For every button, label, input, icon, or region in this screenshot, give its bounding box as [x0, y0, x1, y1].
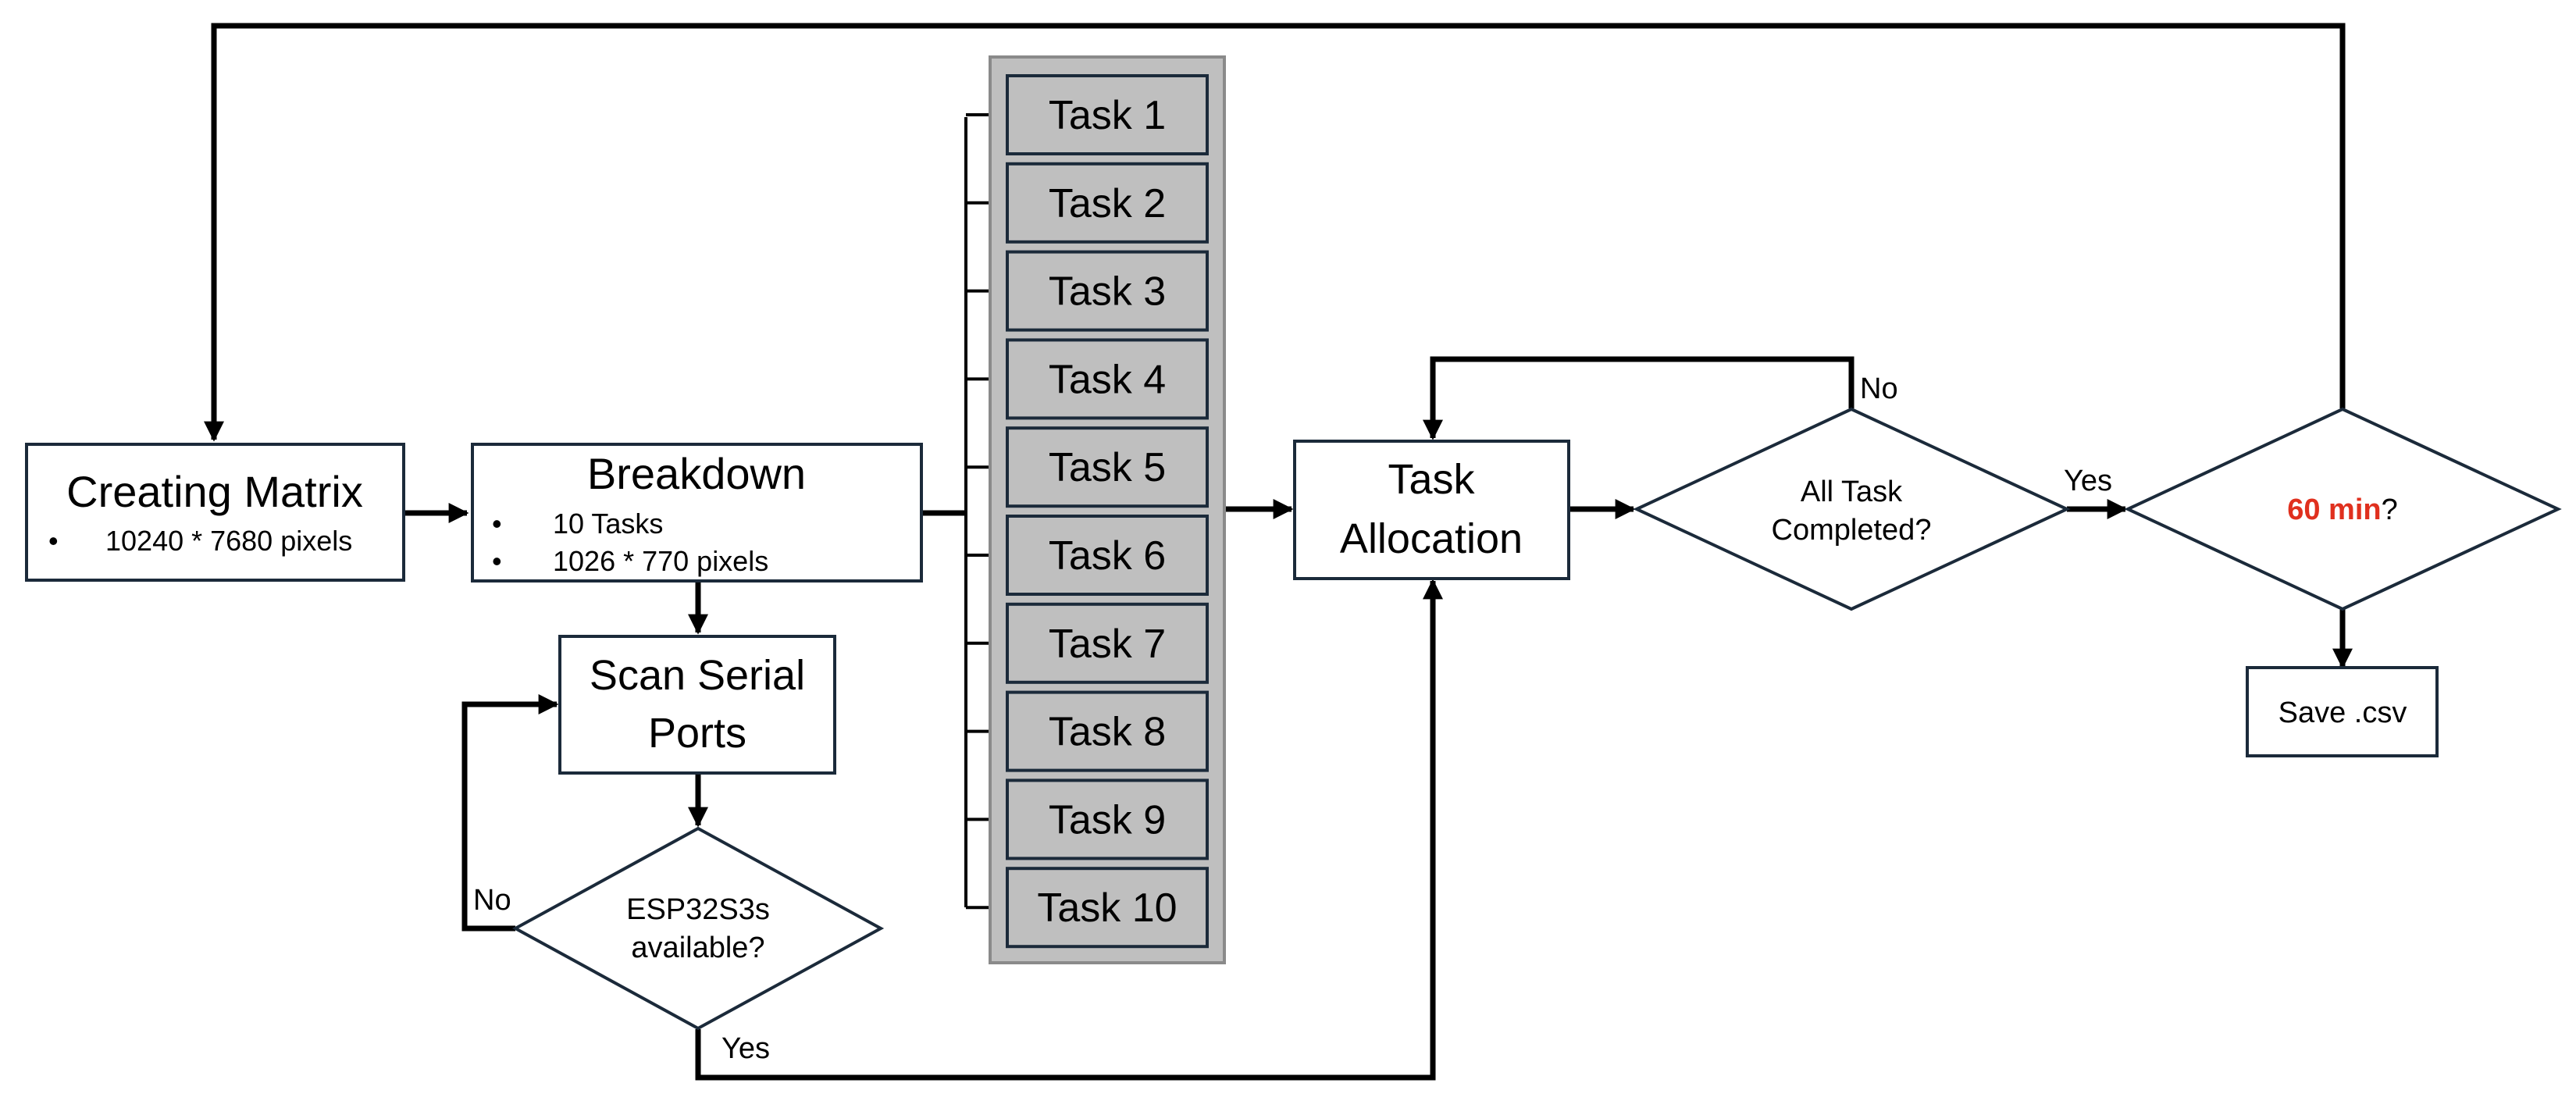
task-box-list: Task 1 Task 2 Task 3 Task 4 Task 5 Task 6 Task…: [1006, 74, 1209, 949]
task-label: Task 2: [1049, 181, 1166, 226]
task-box-rect: [1006, 515, 1209, 596]
loop-edge-60min-to-matrix: [204, 23, 2346, 442]
task-box-rect: [1006, 426, 1209, 508]
task-box: Task 8: [1006, 690, 1209, 772]
creating-matrix-title: Creating Matrix: [66, 467, 363, 516]
task-label: Task 10: [1037, 885, 1177, 931]
creating-matrix-node: Creating Matrix • 10240 * 7680 pixels: [25, 443, 405, 582]
save-csv-node: Save .csv: [2246, 666, 2439, 757]
task-box: Task 10: [1006, 867, 1209, 949]
task-label: Task 1: [1049, 93, 1166, 138]
edge-esp-no-loop: [461, 694, 559, 932]
time-decision-label: 60 min?: [2287, 493, 2398, 526]
task-box: Task 9: [1006, 778, 1209, 860]
task-box-rect: [1006, 867, 1209, 949]
task-label: Task 6: [1049, 533, 1166, 579]
task-box: Task 1: [1006, 74, 1209, 155]
breakdown-node: Breakdown • 10 Tasks • 1026 * 770 pixels: [471, 443, 923, 583]
task-allocation-line-1: Task: [1388, 456, 1475, 503]
breakdown-bullet-2: 1026 * 770 pixels: [553, 545, 768, 577]
breakdown-bullet-char-1: •: [492, 508, 502, 540]
task-box-rect: [1006, 338, 1209, 420]
task-box-rect: [1006, 74, 1209, 155]
scan-serial-ports-node: Scan Serial Ports: [558, 635, 836, 775]
scan-serial-line-2: Ports: [648, 710, 746, 757]
edge-esp-yes-to-allocation: [695, 579, 1443, 1081]
creating-matrix-bullet-char: •: [48, 525, 59, 557]
alltask-no-label: No: [1860, 372, 1898, 405]
edge-alltask-no-loop: [1423, 356, 1855, 440]
save-csv-label: Save .csv: [2278, 697, 2407, 729]
time-limit-decision: 60 min?: [2124, 407, 2562, 611]
time-decision-suffix: ?: [2382, 493, 2398, 526]
task-box-rect: [1006, 778, 1209, 860]
task-label: Task 3: [1049, 269, 1166, 315]
esp-decision-line-2: available?: [631, 932, 764, 964]
task-box: Task 3: [1006, 250, 1209, 332]
task-box-rect: [1006, 250, 1209, 332]
task-label: Task 9: [1049, 797, 1166, 843]
all-task-decision-line-1: All Task: [1801, 476, 1903, 508]
all-task-completed-decision: All Task Completed?: [1633, 407, 2071, 611]
alltask-yes-label: Yes: [2064, 465, 2112, 497]
time-decision-highlight: 60 min: [2287, 493, 2381, 526]
task-box: Task 4: [1006, 338, 1209, 420]
breakdown-bullet-1: 10 Tasks: [553, 508, 663, 540]
task-label: Task 4: [1049, 357, 1166, 402]
task-box: Task 5: [1006, 426, 1209, 508]
task-label: Task 7: [1049, 622, 1166, 667]
task-box-rect: [1006, 162, 1209, 244]
task-allocation-line-2: Allocation: [1340, 515, 1523, 562]
task-allocation-node: Task Allocation: [1293, 440, 1570, 580]
esp-decision-line-1: ESP32S3s: [626, 893, 770, 926]
esp-no-label: No: [473, 884, 511, 917]
all-task-decision-line-2: Completed?: [1772, 514, 1932, 547]
task-label: Task 8: [1049, 710, 1166, 755]
task-box: Task 2: [1006, 162, 1209, 244]
task-box-rect: [1006, 602, 1209, 684]
creating-matrix-bullet-1: 10240 * 7680 pixels: [105, 525, 352, 557]
task-box-rect: [1006, 690, 1209, 772]
breakdown-bullet-char-2: •: [492, 545, 502, 577]
task-box: Task 6: [1006, 515, 1209, 596]
esp-available-decision: ESP32S3s available?: [511, 826, 885, 1031]
scan-serial-line-1: Scan Serial: [590, 652, 805, 699]
breakdown-title: Breakdown: [587, 449, 806, 498]
task-label: Task 5: [1049, 445, 1166, 490]
esp-yes-label: Yes: [721, 1032, 770, 1065]
task-box: Task 7: [1006, 602, 1209, 684]
task-stack: Task 1 Task 2 Task 3 Task 4 Task 5 Task 6 Task…: [989, 55, 1226, 964]
